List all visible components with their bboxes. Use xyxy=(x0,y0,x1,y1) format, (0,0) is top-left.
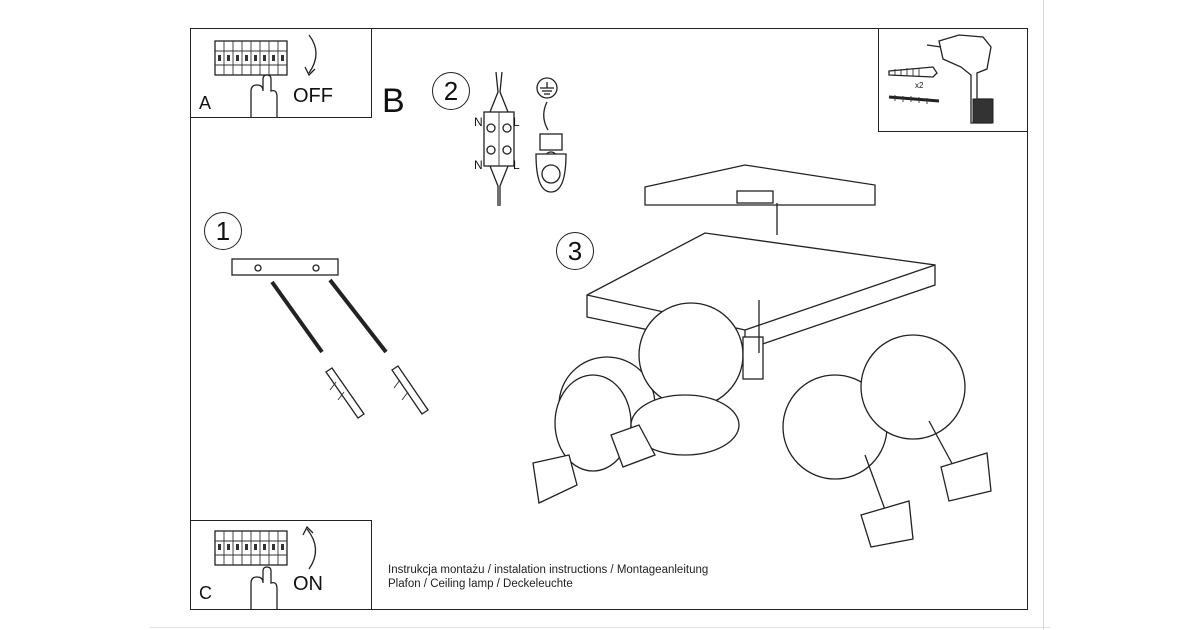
off-label: OFF xyxy=(293,85,333,107)
section-b-letter: B xyxy=(382,82,405,120)
ceiling-lamp-diagram xyxy=(532,164,992,548)
step-1-badge: 1 xyxy=(204,212,242,250)
panel-c-letter: C xyxy=(199,583,212,603)
quantity-label: x2 xyxy=(915,81,924,90)
panel-c-power-on: C ON xyxy=(190,520,372,610)
screw-icon xyxy=(888,95,940,104)
arrow-up-icon xyxy=(302,525,317,570)
arrow-down-icon xyxy=(304,34,317,77)
caption-line-1: Instrukcja montażu / instalation instruc… xyxy=(388,564,709,576)
live-label-top: L xyxy=(513,115,520,129)
step-3-badge: 3 xyxy=(556,232,594,270)
on-label: ON xyxy=(293,573,323,595)
page-bottom-line xyxy=(150,627,1050,628)
panel-a-letter: A xyxy=(199,93,212,113)
panel-a-power-off: A OFF xyxy=(190,28,372,118)
neutral-label-top: N xyxy=(474,115,483,129)
live-label-bottom: L xyxy=(513,158,520,172)
terminal-block-diagram xyxy=(483,71,515,206)
step-2-badge: 2 xyxy=(432,72,470,110)
mounting-bracket-diagram xyxy=(231,258,429,419)
ground-terminal-diagram xyxy=(535,77,567,193)
panel-required-tools: x2 xyxy=(878,28,1028,132)
drill-icon xyxy=(926,34,994,124)
breaker-panel-icon xyxy=(214,530,288,609)
breaker-panel-icon xyxy=(214,40,288,117)
neutral-label-bottom: N xyxy=(474,158,483,172)
caption-line-2: Plafon / Ceiling lamp / Deckeleuchte xyxy=(388,578,573,590)
instruction-sheet-frame xyxy=(190,28,1028,610)
wall-plug-icon xyxy=(888,66,938,78)
page-edge-line xyxy=(1043,0,1044,630)
